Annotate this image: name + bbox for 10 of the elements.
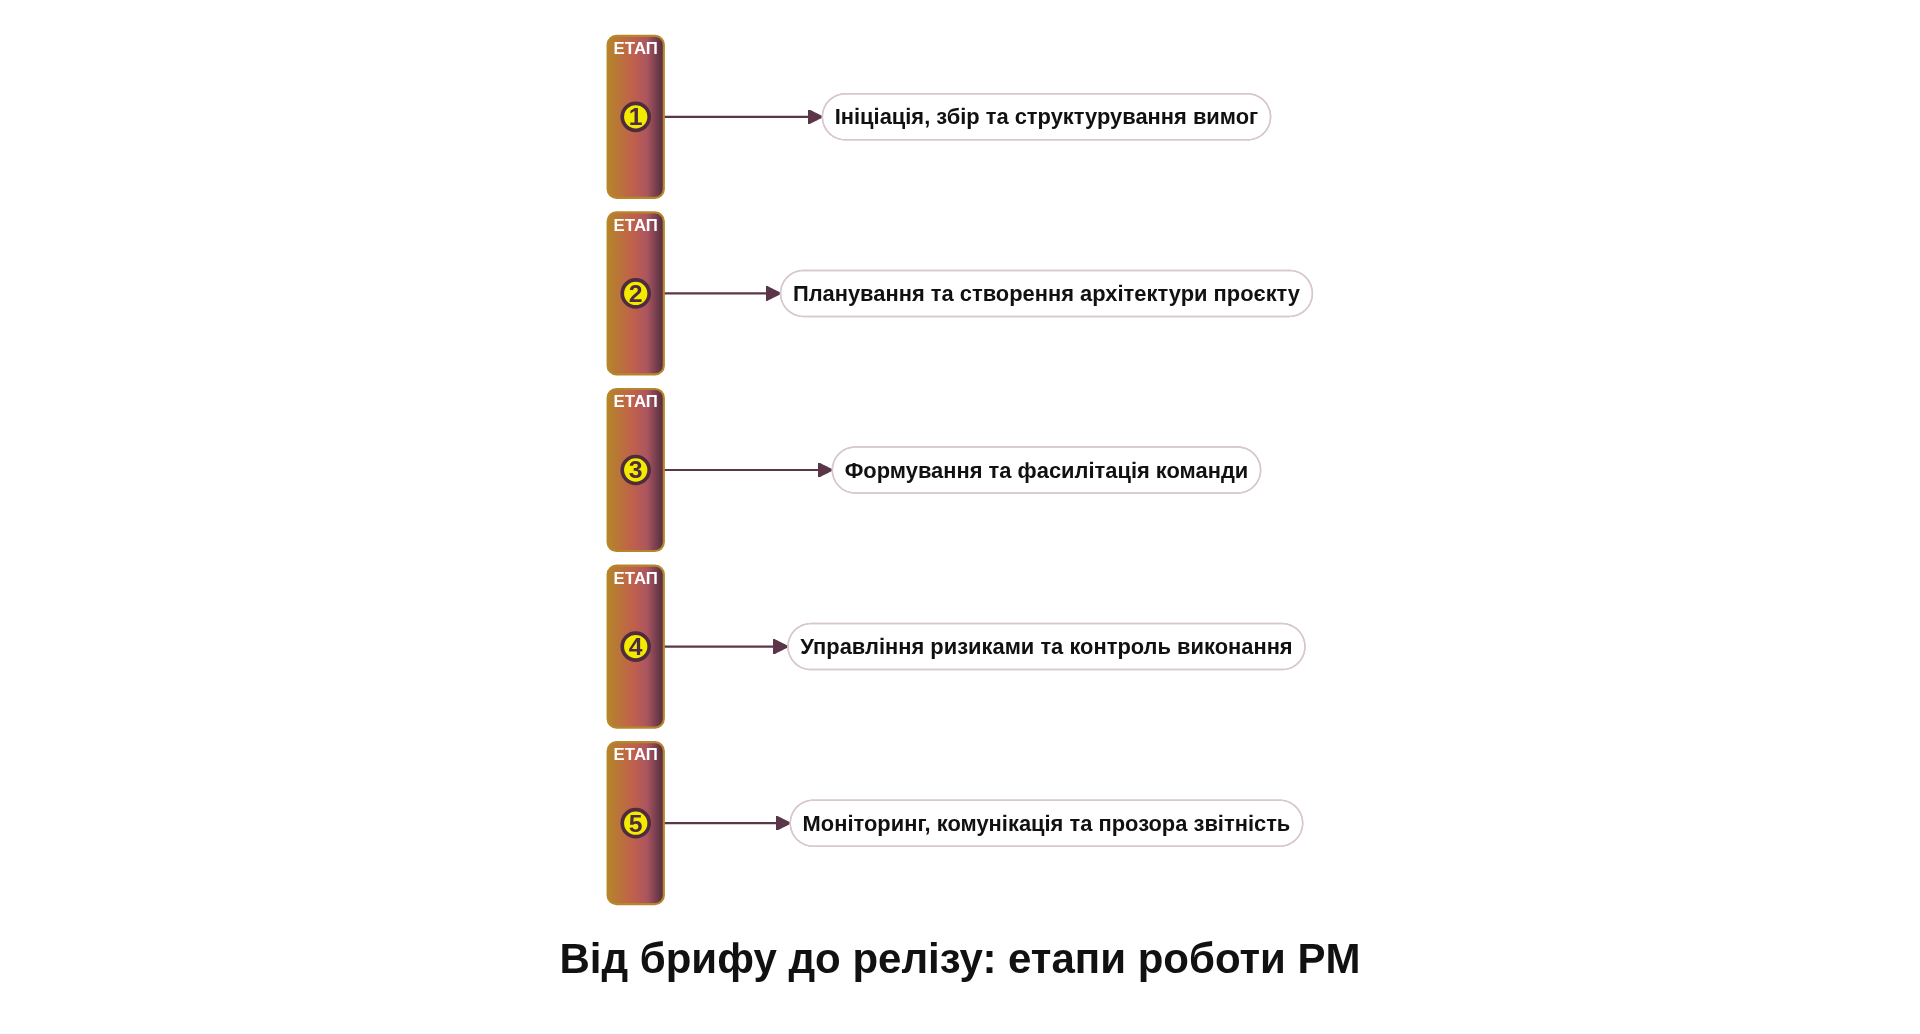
node-circle: 5 [620,807,652,839]
node-circle: 1 [620,101,652,133]
arrow [663,108,824,125]
arrow [663,815,791,832]
caption: Від брифу до релізу: етапи роботи PM [558,935,1362,983]
node-circle: 3 [620,454,652,486]
arrow [663,638,789,655]
node-circle: 2 [620,278,652,309]
node-circle: 4 [620,631,652,662]
arrow [663,285,782,302]
